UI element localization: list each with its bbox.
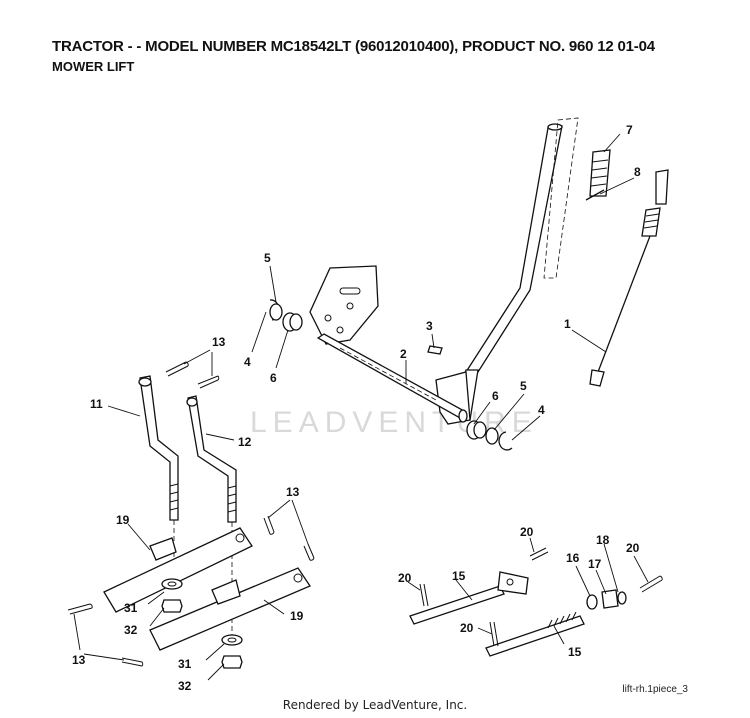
left-bushings [269,299,303,332]
callout-19b: 19 [290,609,304,623]
callout-17: 17 [588,557,602,571]
callout-15a: 15 [452,569,466,583]
hairpin-clips [67,361,315,667]
adjuster-assembly [409,547,663,657]
callout-6b: 6 [492,389,499,403]
callout-19a: 19 [116,513,130,527]
callout-31a: 31 [124,601,138,615]
diagram-header: TRACTOR - - MODEL NUMBER MC18542LT (9601… [52,38,655,74]
callout-18: 18 [596,533,610,547]
callout-numbers: 7 8 1 2 3 5 4 6 6 5 4 13 11 12 13 19 19 … [72,123,641,693]
page-subtitle: MOWER LIFT [52,59,135,74]
callout-32a: 32 [124,623,138,637]
right-bushings [466,420,513,451]
callout-5b: 5 [520,379,527,393]
washers-and-nuts [161,578,243,669]
callout-3: 3 [426,319,433,333]
callout-6a: 6 [270,371,277,385]
callout-20b: 20 [398,571,412,585]
callout-16: 16 [566,551,580,565]
callout-4a: 4 [244,355,251,369]
callout-7: 7 [626,123,633,137]
callout-15b: 15 [568,645,582,659]
page-title: TRACTOR - - MODEL NUMBER MC18542LT (9601… [52,38,655,55]
lift-arms [103,527,311,651]
callout-5a: 5 [264,251,271,265]
callout-leaders [73,133,649,681]
callout-13c: 13 [72,653,86,667]
callout-2: 2 [400,347,407,361]
rendered-by-footer: Rendered by LeadVenture, Inc. [282,698,468,712]
callout-31b: 31 [178,657,192,671]
lift-links [138,375,237,523]
callout-1: 1 [564,317,571,331]
callout-4b: 4 [538,403,545,417]
callout-11: 11 [90,397,103,411]
drawing-code: lift-rh.1piece_3 [622,684,688,695]
callout-8: 8 [634,165,641,179]
callout-32b: 32 [178,679,192,693]
callout-20c: 20 [460,621,474,635]
adjust-rod [589,169,669,387]
callout-13b: 13 [286,485,300,499]
lift-handle [435,117,579,425]
callout-20d: 20 [626,541,640,555]
callout-12: 12 [238,435,252,449]
callout-20a: 20 [520,525,534,539]
handle-grip [585,149,611,201]
callout-13a: 13 [212,335,226,349]
assembly-guide-lines [173,347,437,640]
